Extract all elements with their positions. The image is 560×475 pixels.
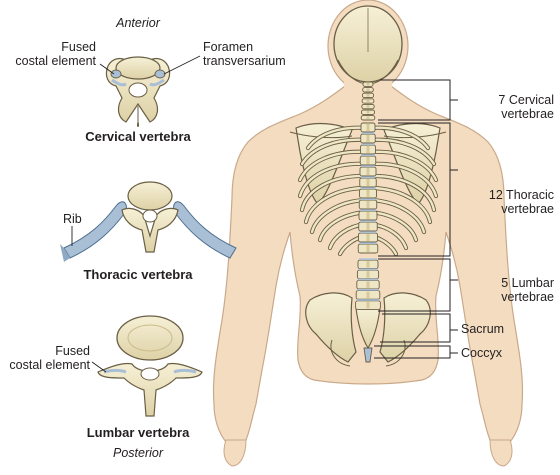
spinous-process-9 <box>366 135 370 142</box>
spinous-process-21 <box>366 271 370 278</box>
bracket-cervical <box>378 79 458 121</box>
spinous-process-8 <box>366 124 370 131</box>
spinous-process-14 <box>366 190 370 197</box>
intervertebral-disc <box>360 198 376 200</box>
intervertebral-disc <box>357 278 379 281</box>
lumbar-fused-costal-label: Fused costal element <box>9 344 90 372</box>
spinous-process-11 <box>366 157 370 164</box>
spinous-process-22 <box>366 281 370 288</box>
spinous-process-2 <box>366 88 370 91</box>
posterior-label: Posterior <box>112 446 164 460</box>
intervertebral-disc <box>357 289 379 291</box>
spinous-process-1 <box>366 83 370 86</box>
spinous-process-10 <box>366 146 370 153</box>
foramen-transversarium-label: Foramen transversarium <box>203 40 286 68</box>
lumbar-region-label: 5 Lumbar vertebrae <box>501 276 554 304</box>
intervertebral-disc <box>360 187 376 189</box>
spinous-process-23 <box>366 291 370 299</box>
intervertebral-disc <box>356 299 380 301</box>
spinous-process-20 <box>366 261 370 268</box>
intervertebral-disc <box>361 165 375 167</box>
cervical-vertebra-title: Cervical vertebra <box>85 129 191 144</box>
anterior-label: Anterior <box>116 16 160 30</box>
spinous-process-7 <box>366 116 370 119</box>
lumbar-vertebra-illustration <box>97 315 203 417</box>
region-brackets <box>374 79 458 359</box>
pelvis <box>305 292 431 367</box>
rib-label: Rib <box>63 212 82 226</box>
left-hand <box>223 439 247 467</box>
thoracic-vertebra-illustration <box>60 181 237 262</box>
thoracic-region-label: 12 Thoracic vertebrae <box>488 188 554 216</box>
spinous-process-16 <box>366 212 370 219</box>
spinous-process-6 <box>366 111 370 114</box>
spinous-process-13 <box>366 179 370 186</box>
intervertebral-disc <box>361 143 375 145</box>
intervertebral-disc <box>359 220 377 222</box>
right-hand <box>489 439 513 467</box>
spinous-process-24 <box>366 301 370 309</box>
intervertebral-disc <box>360 176 376 178</box>
bracket-sacrum <box>380 313 458 343</box>
bracket-lumbar <box>378 258 458 312</box>
sacrum-region-label: Sacrum <box>461 322 505 336</box>
cervical-fused-costal-label: Fused costal element <box>15 40 96 68</box>
spinous-process-17 <box>366 223 370 230</box>
cervical-vertebra-illustration <box>105 56 171 127</box>
vertebral-column <box>355 81 381 310</box>
intervertebral-disc <box>359 231 377 233</box>
rib-cage-fill <box>298 126 438 256</box>
spinous-process-5 <box>366 105 370 108</box>
bracket-thoracic <box>378 122 458 257</box>
leader-lines <box>71 55 201 373</box>
spinous-process-15 <box>366 201 370 208</box>
spinous-process-4 <box>366 99 370 103</box>
spinous-process-3 <box>366 94 370 97</box>
intervertebral-disc <box>359 258 377 260</box>
lumbar-vertebra-title: Lumbar vertebra <box>86 425 190 440</box>
thoracic-vertebra-title: Thoracic vertebra <box>83 267 193 282</box>
spinous-process-12 <box>366 168 370 175</box>
spinous-process-19 <box>366 245 370 252</box>
intervertebral-disc <box>360 209 376 211</box>
intervertebral-disc <box>361 154 375 156</box>
intervertebral-disc <box>358 268 378 271</box>
intervertebral-disc <box>359 242 377 244</box>
intervertebral-disc <box>361 132 375 134</box>
coccyx-region-label: Coccyx <box>461 346 502 360</box>
spinous-process-18 <box>366 234 370 241</box>
cervical-region-label: 7 Cervical vertebrae <box>498 93 554 121</box>
bracket-coccyx <box>374 345 458 359</box>
coccyx <box>363 347 373 363</box>
